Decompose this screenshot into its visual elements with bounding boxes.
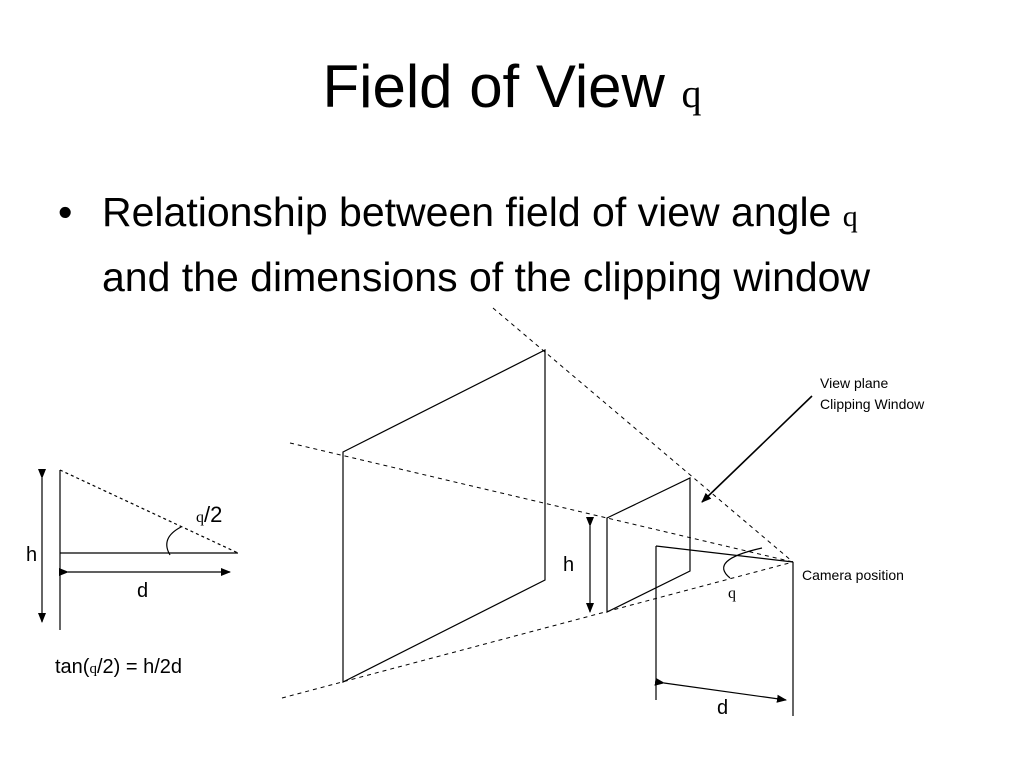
view-plane-clipping-window <box>606 477 691 613</box>
camera-position-label: Camera position <box>802 567 904 583</box>
title-theta-symbol: q <box>681 71 702 116</box>
formula-prefix: tan( <box>55 656 90 678</box>
left-h-label: h <box>26 544 37 566</box>
right-d-arrow <box>654 677 787 703</box>
bullet-line-1: Relationship between field of view angle <box>102 189 843 235</box>
right-h-label: h <box>563 554 574 576</box>
left-triangle-diagram: q/2 h d tan(q/2) = h/2d <box>26 469 239 678</box>
view-plane-label: View plane <box>820 375 888 391</box>
center-axis-line <box>655 545 794 563</box>
formula-theta-symbol: q <box>89 661 97 677</box>
left-dashed-ray <box>59 469 239 554</box>
frustum-top-ray <box>492 307 794 563</box>
clipping-window-label: Clipping Window <box>820 396 925 412</box>
left-angle-suffix: /2 <box>204 502 222 527</box>
left-angle-theta-symbol: q <box>196 509 204 526</box>
view-plane-pointer-arrow <box>701 395 813 503</box>
frustum-diagram: View plane Clipping Window Camera positi… <box>281 307 925 719</box>
bullet-dot: • <box>58 189 73 235</box>
bullet-text: Relationship between field of view angle… <box>102 182 982 307</box>
left-angle-label: q/2 <box>196 502 222 527</box>
right-angle-theta-symbol: q <box>728 585 736 602</box>
tan-formula: tan(q/2) = h/2d <box>55 656 182 678</box>
far-plane <box>342 349 546 683</box>
left-d-label: d <box>137 580 148 602</box>
right-d-label: d <box>717 697 728 719</box>
left-angle-arc <box>166 526 182 556</box>
bullet-line-2: and the dimensions of the clipping windo… <box>102 254 871 300</box>
slide-title: Field of View q <box>0 52 1024 129</box>
title-text: Field of View <box>322 53 682 120</box>
frustum-bottom-ray <box>281 561 794 699</box>
bullet-theta-symbol: q <box>842 200 858 233</box>
right-angle-arc <box>723 547 763 579</box>
formula-suffix: /2) = h/2d <box>97 656 182 678</box>
frustum-left-ray <box>289 442 794 563</box>
